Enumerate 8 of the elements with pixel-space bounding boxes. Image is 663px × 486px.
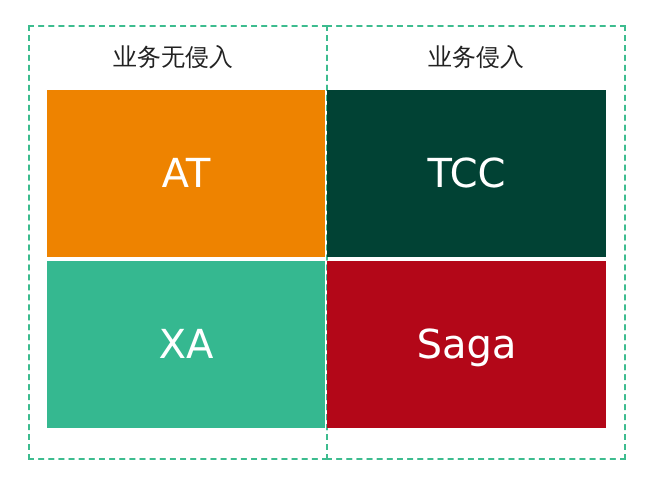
group-heading: 业务侵入 (427, 42, 525, 73)
method-box: AT (47, 90, 325, 257)
dashed-group-frame (326, 25, 626, 460)
group-heading: 业务无侵入 (112, 42, 234, 73)
dashed-group-frame (28, 25, 328, 460)
method-box: Saga (327, 261, 606, 428)
method-box: TCC (327, 90, 606, 257)
method-box: XA (47, 261, 325, 428)
